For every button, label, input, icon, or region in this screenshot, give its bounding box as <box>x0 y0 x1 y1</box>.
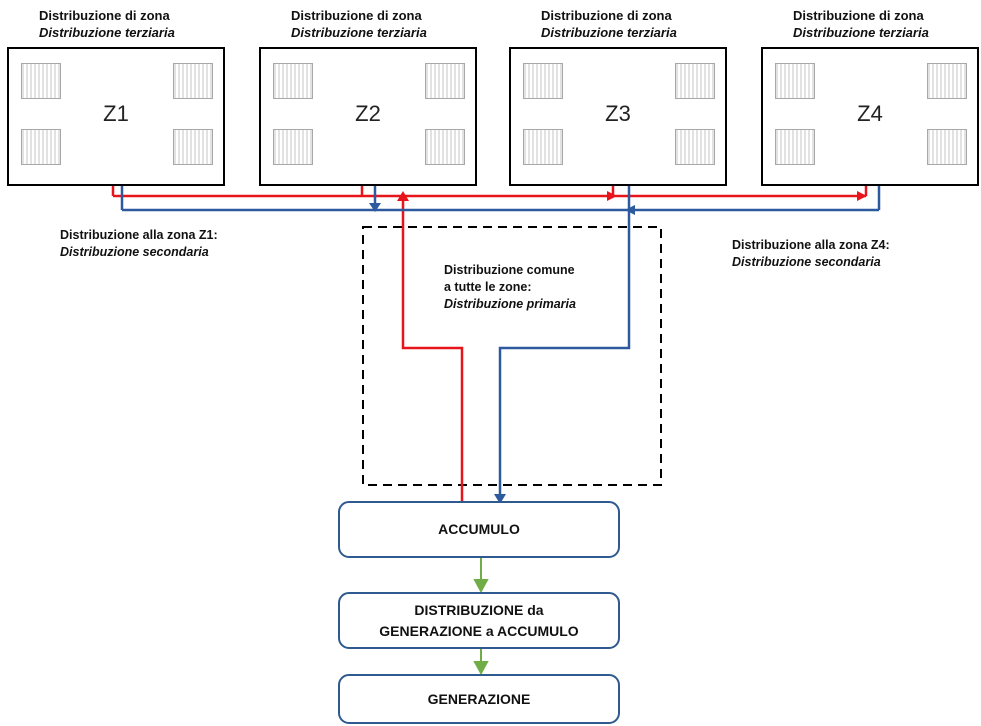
accumulo-box: ACCUMULO <box>338 501 620 558</box>
return-arrowheads <box>369 203 635 504</box>
radiator-icon <box>273 63 313 99</box>
zone-label: Z1 <box>103 101 129 126</box>
supply-arrowheads <box>397 191 867 201</box>
label-line: Distribuzione alla zona Z1: <box>60 228 218 242</box>
radiator-icon <box>927 63 967 99</box>
primary-distribution-area <box>362 226 662 486</box>
radiator-icon <box>173 63 213 99</box>
radiator-icon <box>21 129 61 165</box>
zone-box-z1: Z1 <box>7 47 225 186</box>
label-line-italic: Distribuzione secondaria <box>732 255 881 269</box>
zone-caption-title: Distribuzione di zona <box>291 8 422 23</box>
radiator-icon <box>775 63 815 99</box>
secondary-distribution-z4-label: Distribuzione alla zona Z4: Distribuzion… <box>732 237 890 271</box>
flow-arrows <box>473 557 489 676</box>
radiator-icon <box>675 129 715 165</box>
radiator-icon <box>425 129 465 165</box>
zone-caption-subtitle: Distribuzione terziaria <box>39 25 175 40</box>
zone-caption-z1: Distribuzione di zona Distribuzione terz… <box>39 7 175 41</box>
label-line-italic: Distribuzione secondaria <box>60 245 209 259</box>
distribuzione-label-line1: DISTRIBUZIONE da <box>414 601 544 618</box>
zone-caption-z4: Distribuzione di zona Distribuzione terz… <box>793 7 929 41</box>
radiator-icon <box>675 63 715 99</box>
generazione-box: GENERAZIONE <box>338 674 620 724</box>
label-line-italic: Distribuzione primaria <box>444 297 576 311</box>
radiator-icon <box>927 129 967 165</box>
radiator-icon <box>523 129 563 165</box>
radiator-icon <box>21 63 61 99</box>
generazione-label: GENERAZIONE <box>427 690 531 707</box>
zone-caption-title: Distribuzione di zona <box>39 8 170 23</box>
zone-box-z4: Z4 <box>761 47 979 186</box>
distribuzione-label-line2: GENERAZIONE a ACCUMULO <box>379 622 579 639</box>
zone-caption-z2: Distribuzione di zona Distribuzione terz… <box>291 7 427 41</box>
label-line: a tutte le zone: <box>444 280 532 294</box>
accumulo-label: ACCUMULO <box>438 521 520 537</box>
zone-label: Z2 <box>355 101 381 126</box>
zone-caption-subtitle: Distribuzione terziaria <box>541 25 677 40</box>
zone-caption-subtitle: Distribuzione terziaria <box>291 25 427 40</box>
zone-caption-title: Distribuzione di zona <box>793 8 924 23</box>
label-line: Distribuzione comune <box>444 263 575 277</box>
radiator-icon <box>273 129 313 165</box>
radiator-icon <box>425 63 465 99</box>
primary-supply-pipe <box>111 164 868 502</box>
primary-distribution-label: Distribuzione comune a tutte le zone: Di… <box>444 262 576 313</box>
zone-box-z2: Z2 <box>259 47 477 186</box>
zone-label: Z4 <box>857 101 883 126</box>
zone-caption-subtitle: Distribuzione terziaria <box>793 25 929 40</box>
zone-caption-z3: Distribuzione di zona Distribuzione terz… <box>541 7 677 41</box>
distribuzione-box: DISTRIBUZIONE da GENERAZIONE a ACCUMULO <box>338 592 620 649</box>
secondary-distribution-z1-label: Distribuzione alla zona Z1: Distribuzion… <box>60 227 218 261</box>
primary-return-pipe <box>120 170 881 500</box>
zone-label: Z3 <box>605 101 631 126</box>
label-line: Distribuzione alla zona Z4: <box>732 238 890 252</box>
radiator-icon <box>523 63 563 99</box>
radiator-icon <box>775 129 815 165</box>
zone-box-z3: Z3 <box>509 47 727 186</box>
radiator-icon <box>173 129 213 165</box>
zone-caption-title: Distribuzione di zona <box>541 8 672 23</box>
